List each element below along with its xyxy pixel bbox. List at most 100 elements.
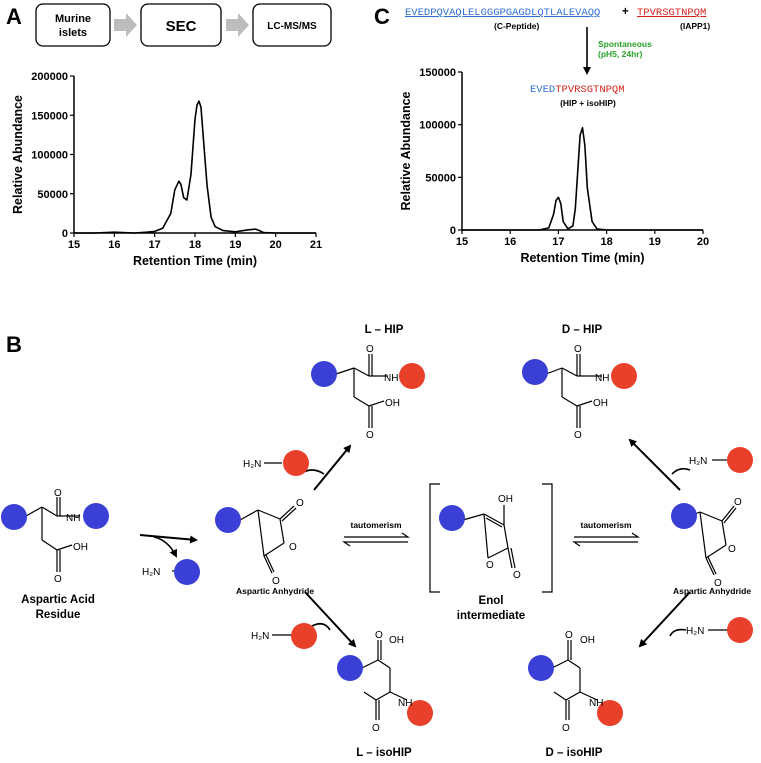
h2n-label: H₂N: [251, 631, 269, 642]
y-tick-label: 50000: [37, 189, 68, 201]
chem-scheme: [25, 354, 737, 720]
l-anhydride-structure: [239, 505, 297, 574]
c-peptide-sequence: EVEDPQVAQLELGGGPGAGDLQTLALEVAQQ: [405, 7, 600, 19]
blue-residue-circle: [522, 359, 548, 385]
arrow-amine-in-d-hip: [671, 467, 691, 475]
x-tick-label: 15: [456, 236, 468, 248]
nh-label: NH: [398, 698, 412, 709]
x-tick-label: 20: [697, 236, 709, 248]
nh-label: NH: [384, 373, 398, 384]
l-hip-structure: [335, 354, 388, 428]
chromatogram-line: [74, 100, 316, 234]
blue-residue-circle: [528, 655, 554, 681]
o-label: O: [54, 488, 62, 499]
y-tick-label: 100000: [419, 120, 456, 132]
arrow-to-d-isohip: [638, 591, 691, 648]
oh-label: OH: [73, 542, 88, 553]
panel-b-letter: B: [6, 332, 22, 357]
x-tick-label: 20: [270, 239, 282, 251]
workflow-arrow-1: [114, 13, 137, 37]
oh-label: OH: [593, 398, 608, 409]
blue-residue-circle: [671, 503, 697, 529]
blue-residue-circle: [174, 559, 200, 585]
anhydride-label-right: Aspartic Anhydride: [673, 586, 751, 596]
red-residue-circle: [727, 617, 753, 643]
red-residue-circle: [291, 623, 317, 649]
nh-label: NH: [595, 373, 609, 384]
oh-label: OH: [580, 635, 595, 646]
aspartic-acid-line2: Residue: [36, 609, 81, 621]
blue-residue-circle: [83, 503, 109, 529]
aspartic-acid-line1: Aspartic Acid: [21, 594, 95, 606]
equilibrium-left: [342, 532, 410, 547]
arrow-residue-to-anhydride: [139, 534, 198, 544]
atom-labels: O NH OH O H₂N O NH OH O O NH OH O H₂N H₂…: [54, 344, 742, 734]
bracket-left: [429, 483, 440, 593]
condition-line2: (pH5, 24hr): [598, 49, 643, 59]
y-tick-label: 0: [450, 225, 456, 237]
arrow-release-amine: [153, 536, 177, 558]
x-tick-label: 19: [229, 239, 241, 251]
residue-circles: [1, 359, 753, 726]
hip-sequence: EVEDTPVRSGTNPQM: [530, 84, 625, 96]
arrow-to-d-hip: [628, 438, 681, 491]
o-label: O: [565, 630, 573, 641]
x-tick-label: 17: [552, 236, 564, 248]
red-residue-circle: [399, 363, 425, 389]
o-label: O: [734, 497, 742, 508]
y-tick-label: 50000: [425, 172, 456, 184]
h2n-label: H₂N: [686, 626, 704, 637]
workflow-box-lcms: [252, 3, 332, 47]
h2n-label: H₂N: [142, 567, 160, 578]
oh-label: OH: [498, 494, 513, 505]
enol-line2: intermediate: [457, 610, 525, 622]
y-tick-label: 150000: [419, 67, 456, 79]
arrow-amine-in-l-isohip: [311, 622, 331, 631]
d-hip-title: D – HIP: [562, 324, 603, 336]
y-tick-label: 100000: [31, 150, 68, 162]
workflow-murine-line2: islets: [59, 27, 87, 39]
hip-seq-blue: EVED: [530, 84, 555, 96]
h2n-label: H₂N: [689, 456, 707, 467]
x-axis-label: Retention Time (min): [133, 254, 257, 268]
x-axis-label: Retention Time (min): [520, 251, 644, 265]
x-tick-label: 21: [310, 239, 322, 251]
red-residue-circle: [597, 700, 623, 726]
workflow-sec-label: SEC: [166, 18, 197, 35]
x-tick-label: 18: [189, 239, 201, 251]
condition-line1: Spontaneous: [598, 39, 652, 49]
arrow-amine-in-d-isohip: [669, 628, 687, 637]
bracket-right: [542, 483, 553, 593]
tautomerism-left: tautomerism: [350, 520, 401, 530]
o-label: O: [366, 430, 374, 441]
y-axis-label: Relative Abundance: [399, 91, 413, 210]
l-isohip-structure: [361, 640, 408, 720]
y-tick-label: 200000: [31, 71, 68, 83]
red-residue-circle: [727, 447, 753, 473]
o-label: O: [366, 344, 374, 355]
oh-label: OH: [389, 635, 404, 646]
red-residue-circle: [611, 363, 637, 389]
panel-c-letter: C: [374, 4, 390, 29]
nh-label: NH: [589, 698, 603, 709]
iapp1-label: (IAPP1): [680, 21, 710, 31]
enol-structure: [462, 505, 516, 569]
workflow-lcms-label: LC-MS/MS: [267, 21, 317, 32]
workflow: Murine islets SEC LC-MS/MS: [35, 3, 332, 47]
o-label: O: [574, 430, 582, 441]
plus-sign: +: [622, 6, 629, 18]
equilibrium-right: [572, 532, 640, 547]
chromatogram-line: [462, 127, 703, 231]
o-label: O: [54, 574, 62, 585]
y-tick-label: 150000: [31, 110, 68, 122]
l-hip-title: L – HIP: [365, 324, 404, 336]
workflow-murine-line1: Murine: [55, 13, 91, 25]
x-tick-label: 16: [108, 239, 120, 251]
workflow-box-sec: [140, 3, 222, 47]
o-label: O: [296, 498, 304, 509]
nh-label: NH: [66, 513, 80, 524]
o-label: O: [372, 723, 380, 734]
o-label: O: [272, 576, 280, 587]
